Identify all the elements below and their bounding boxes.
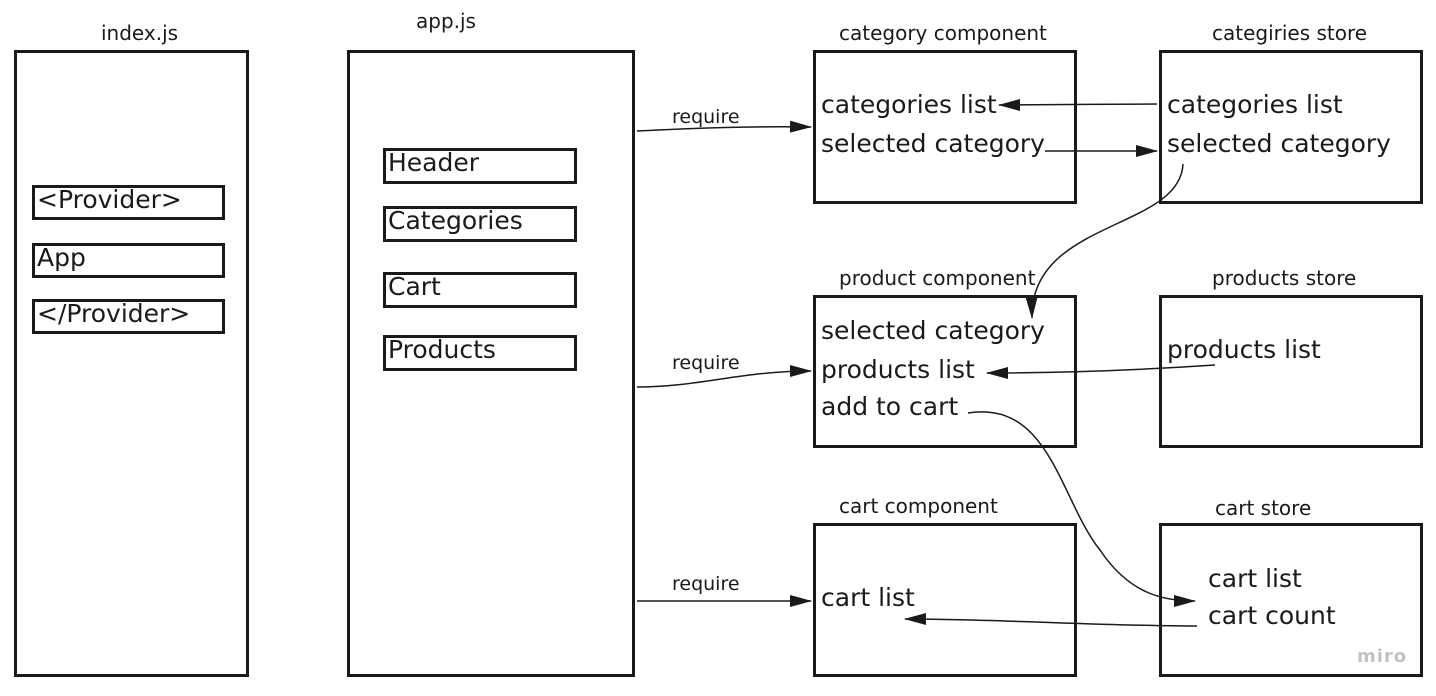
products-store-title: products store: [1212, 266, 1357, 290]
header-module: Header: [383, 148, 577, 184]
arrow-add-to-cart: [967, 411, 1196, 607]
cart-component-title: cart component: [839, 494, 998, 518]
require-label-category: require: [672, 106, 740, 128]
products-store-box: [1159, 295, 1423, 448]
categories-store-selected-category: selected category: [1167, 129, 1391, 158]
category-component-box: [813, 50, 1077, 204]
cart-store-box: [1159, 523, 1423, 677]
index-js-title: index.js: [101, 21, 179, 45]
category-component-title: category component: [839, 21, 1047, 45]
product-component-products-list: products list: [821, 355, 975, 384]
app-js-title: app.js: [416, 9, 476, 33]
arrow-cart-list: [904, 613, 1198, 627]
cart-module: Cart: [383, 272, 577, 308]
app-tag: App: [32, 243, 225, 278]
product-component-title: product component: [839, 266, 1036, 290]
miro-watermark: miro: [1357, 646, 1408, 667]
require-label-cart: require: [672, 573, 740, 595]
require-arrow-product: [636, 365, 812, 388]
cart-store-title: cart store: [1215, 496, 1312, 520]
category-component-selected-category: selected category: [821, 129, 1045, 158]
index-js-box: <Provider> App </Provider>: [14, 50, 249, 677]
cart-component-cart-list: cart list: [821, 583, 915, 612]
product-component-selected-category: selected category: [821, 316, 1045, 345]
provider-close-tag: </Provider>: [32, 299, 225, 334]
arrow-store-selected-to-product: [1025, 163, 1184, 319]
product-component-box: [813, 295, 1077, 448]
cart-store-cart-list: cart list: [1208, 564, 1302, 593]
categories-store-box: [1159, 50, 1423, 204]
cart-component-box: [813, 523, 1077, 677]
product-component-add-to-cart: add to cart: [821, 392, 959, 421]
categories-store-title: categiries store: [1212, 21, 1368, 45]
cart-store-cart-count: cart count: [1208, 601, 1336, 630]
products-module: Products: [383, 335, 577, 371]
products-store-products-list: products list: [1167, 335, 1321, 364]
app-js-box: Header Categories Cart Products: [347, 50, 635, 677]
category-component-categories-list: categories list: [821, 90, 997, 119]
provider-open-tag: <Provider>: [32, 185, 225, 220]
require-label-product: require: [672, 352, 740, 374]
categories-module: Categories: [383, 206, 577, 242]
arrow-products-list: [986, 364, 1216, 379]
require-arrow-category: [636, 120, 812, 133]
arrow-categories-list: [998, 98, 1158, 111]
categories-store-categories-list: categories list: [1167, 90, 1343, 119]
